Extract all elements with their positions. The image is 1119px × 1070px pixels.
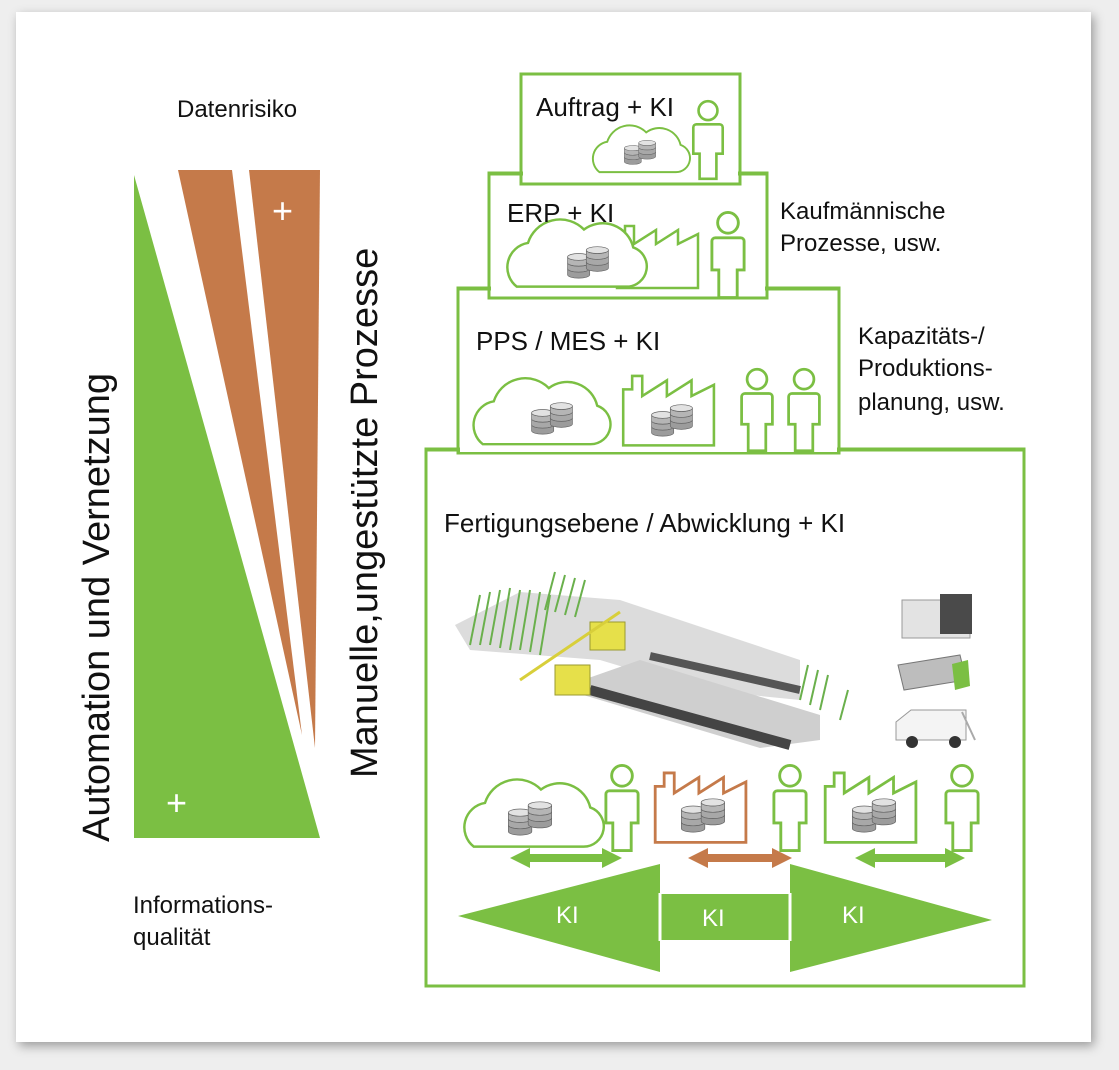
machine-image: [897, 594, 972, 691]
manuelle-axis-label: Manuelle,ungestützte Prozesse: [344, 247, 386, 778]
cloud-database-icon: [463, 778, 606, 848]
level-erp-side-2: Prozesse, usw.: [780, 230, 942, 257]
cloud-database-icon: [591, 124, 691, 174]
level-auftrag-box: [519, 72, 742, 186]
person-icon: [604, 764, 640, 852]
ki-arrows: [458, 864, 992, 972]
risk-wedge-1: [178, 170, 302, 735]
factory-database-icon: [621, 374, 716, 447]
ki-label-right: KI: [842, 902, 865, 929]
person-icon: [740, 367, 821, 453]
person-icon: [710, 211, 746, 299]
level-erp-side-1: Kaufmännische: [780, 198, 946, 225]
factory-database-icon: [823, 771, 918, 844]
person-icon: [691, 99, 725, 181]
level-pps-side-1: Kapazitäts-/: [858, 323, 985, 350]
plus-green: +: [166, 782, 188, 823]
risk-wedge-2: [249, 170, 320, 748]
factory-database-icon: [653, 771, 748, 844]
ki-label-center: KI: [702, 905, 725, 932]
level-fertigung-title: Fertigungsebene / Abwicklung + KI: [444, 508, 846, 538]
level-erp-title: ERP + KI: [507, 198, 615, 228]
datenrisiko-label: Datenrisiko: [177, 96, 298, 123]
double-arrow-icon: [510, 848, 965, 868]
automation-wedge: [134, 175, 320, 838]
cloud-database-icon: [472, 377, 612, 446]
person-icon: [944, 764, 980, 852]
automation-axis-label: Automation und Vernetzung: [76, 372, 118, 842]
level-auftrag-title: Auftrag + KI: [536, 92, 675, 122]
person-icon: [772, 764, 808, 852]
level-pps-title: PPS / MES + KI: [476, 326, 661, 356]
plus-orange: +: [272, 190, 294, 231]
informationsqualitaet-label-1: Informations-: [133, 892, 274, 919]
level-pps-side-3: planung, usw.: [858, 389, 1005, 416]
informationsqualitaet-label-2: qualität: [133, 924, 211, 951]
ki-label-left: KI: [556, 902, 579, 929]
truck-image: [895, 709, 976, 748]
production-line-image: [455, 571, 849, 750]
level-pps-side-2: Produktions-: [858, 355, 993, 382]
